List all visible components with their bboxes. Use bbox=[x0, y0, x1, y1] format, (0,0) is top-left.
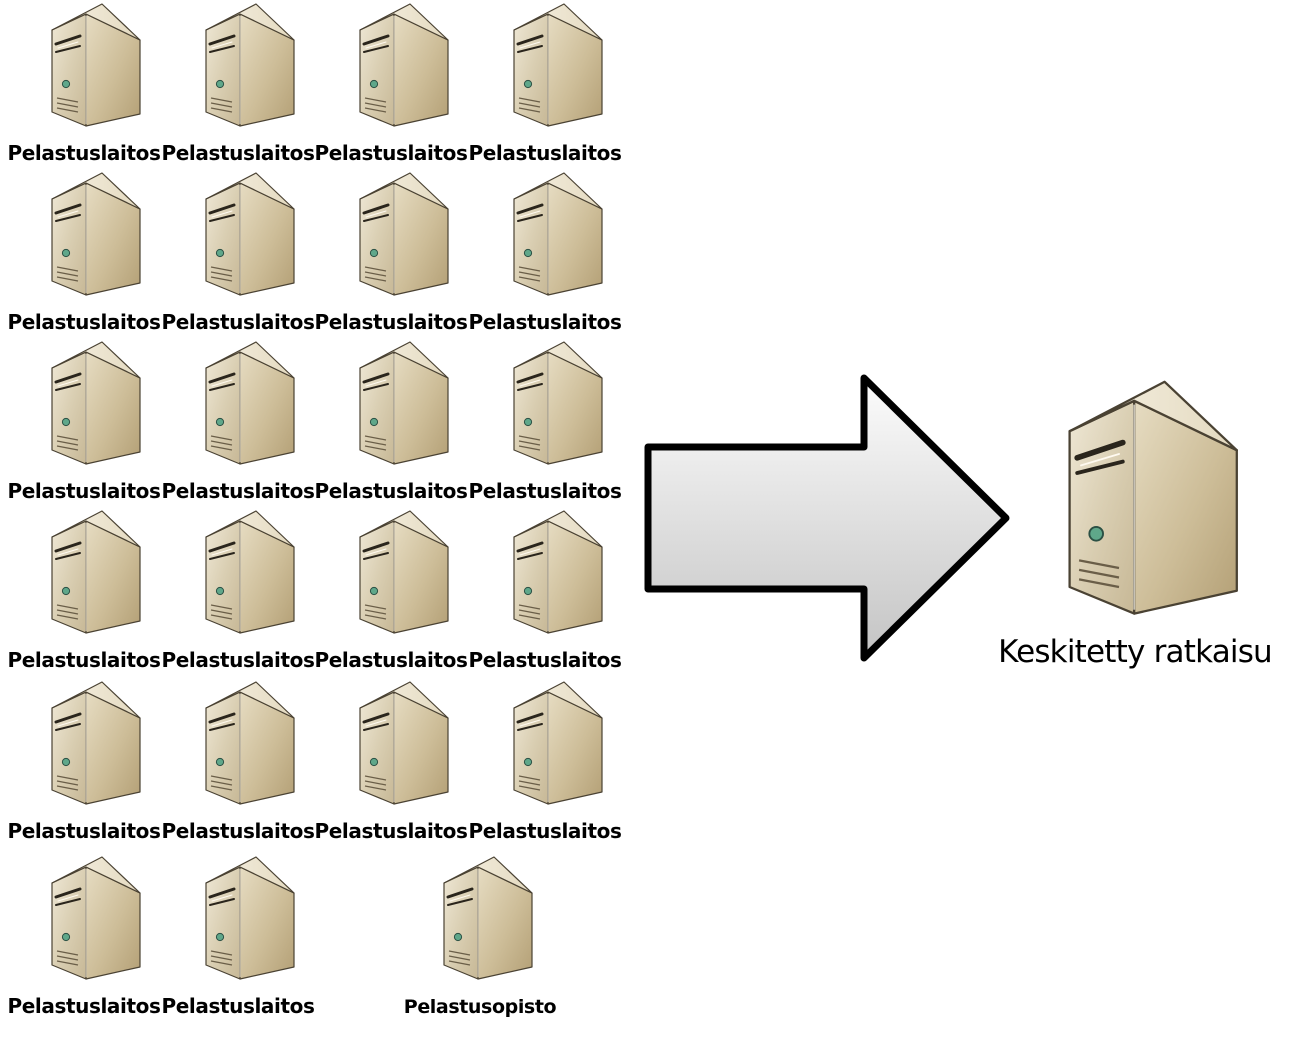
server-icon bbox=[50, 340, 142, 466]
server-icon bbox=[204, 680, 296, 806]
server-icon bbox=[358, 509, 450, 635]
server-label: Pelastuslaitos bbox=[7, 994, 161, 1018]
server-icon bbox=[512, 171, 604, 297]
server-icon bbox=[204, 509, 296, 635]
server-label: Pelastuslaitos bbox=[7, 310, 161, 334]
server-icon bbox=[50, 855, 142, 981]
server-label: Pelastuslaitos bbox=[314, 310, 468, 334]
server-label: Pelastusopisto bbox=[403, 996, 557, 1018]
server-label: Pelastuslaitos bbox=[468, 310, 622, 334]
server-icon bbox=[204, 855, 296, 981]
server-label: Pelastuslaitos bbox=[7, 479, 161, 503]
server-label: Pelastuslaitos bbox=[161, 819, 315, 843]
server-label: Pelastuslaitos bbox=[161, 994, 315, 1018]
server-label: Pelastuslaitos bbox=[7, 141, 161, 165]
server-label: Pelastuslaitos bbox=[468, 648, 622, 672]
server-icon bbox=[358, 171, 450, 297]
server-icon bbox=[50, 509, 142, 635]
server-label: Pelastuslaitos bbox=[468, 141, 622, 165]
server-icon bbox=[204, 340, 296, 466]
server-label: Pelastuslaitos bbox=[7, 819, 161, 843]
server-label: Pelastuslaitos bbox=[161, 648, 315, 672]
server-icon bbox=[358, 2, 450, 128]
server-icon bbox=[358, 680, 450, 806]
server-icon bbox=[442, 855, 534, 981]
server-icon bbox=[512, 340, 604, 466]
server-icon bbox=[50, 680, 142, 806]
server-icon bbox=[50, 2, 142, 128]
target-node-label: Keskitetty ratkaisu bbox=[998, 634, 1273, 670]
central-server-icon bbox=[1070, 382, 1237, 614]
server-label: Pelastuslaitos bbox=[468, 819, 622, 843]
arrow-right-icon bbox=[644, 374, 1010, 662]
server-icon bbox=[50, 171, 142, 297]
server-icon bbox=[512, 2, 604, 128]
server-label: Pelastuslaitos bbox=[314, 479, 468, 503]
server-label: Pelastuslaitos bbox=[7, 648, 161, 672]
server-icon bbox=[512, 680, 604, 806]
server-label: Pelastuslaitos bbox=[468, 479, 622, 503]
server-label: Pelastuslaitos bbox=[314, 648, 468, 672]
server-label: Pelastuslaitos bbox=[161, 479, 315, 503]
server-icon bbox=[204, 171, 296, 297]
server-label: Pelastuslaitos bbox=[314, 819, 468, 843]
server-icon bbox=[204, 2, 296, 128]
server-label: Pelastuslaitos bbox=[161, 310, 315, 334]
server-icon bbox=[358, 340, 450, 466]
server-label: Pelastuslaitos bbox=[161, 141, 315, 165]
server-icon bbox=[512, 509, 604, 635]
server-label: Pelastuslaitos bbox=[314, 141, 468, 165]
